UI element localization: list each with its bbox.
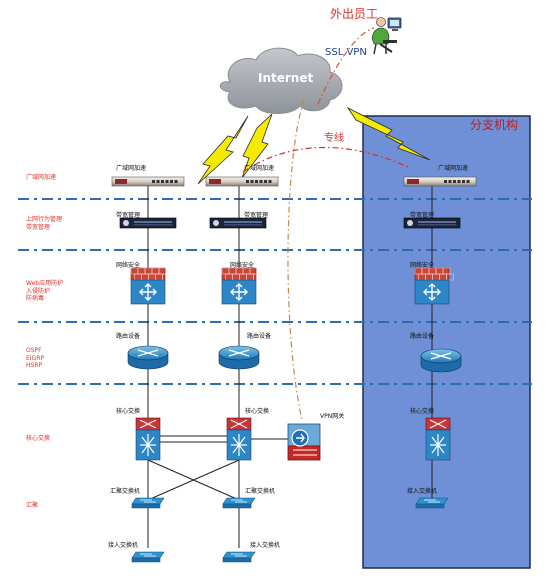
access-label-3: 接入交换机 xyxy=(407,488,438,495)
wan-accel-device-2 xyxy=(205,176,279,187)
access-switch-device-2 xyxy=(222,551,256,563)
router-label-2: 路由设备 xyxy=(247,333,272,340)
layer-label-core: 核心交换 xyxy=(26,435,51,442)
router-device-2 xyxy=(218,345,260,370)
lightning-links xyxy=(197,106,431,185)
remote-staff-person-icon xyxy=(371,17,402,55)
firewall-device-2 xyxy=(221,267,261,305)
core-switch-device-2 xyxy=(226,417,252,461)
router-label-1: 路由设备 xyxy=(116,333,141,340)
layer-label-agg: 汇聚 xyxy=(26,502,39,509)
router-device-3 xyxy=(420,348,462,373)
firewall-device-3 xyxy=(414,267,454,305)
layer-label-routing: OSPF EIGRP HSRP xyxy=(26,347,44,369)
router-device-1 xyxy=(127,345,169,370)
layer-label-wan: 广域网加速 xyxy=(26,174,57,181)
branch-label: 分支机构 xyxy=(470,118,519,132)
branch-area xyxy=(362,115,531,569)
agg-switch-device-1 xyxy=(131,497,165,509)
core-label-2: 核心交换 xyxy=(245,408,270,415)
wan-accel-label-1: 广域网加速 xyxy=(116,165,147,172)
netsec-label-1: 网络安全 xyxy=(116,262,141,269)
wan-accel-label-2: 广域网加速 xyxy=(244,165,275,172)
access-label-1: 接入交换机 xyxy=(108,542,139,549)
internet-label: Internet xyxy=(258,71,314,85)
bandwidth-label-1: 带宽管理 xyxy=(116,212,141,219)
layer-label-behavior: 上网行为管理 带宽管理 xyxy=(26,216,63,231)
vpn-gateway-label: VPN网关 xyxy=(320,413,345,420)
dedicated-line-label: 专线 xyxy=(324,133,344,144)
layer-label-web: Web应用防护 入侵防护 防病毒 xyxy=(26,280,64,302)
netsec-label-2: 网络安全 xyxy=(230,262,255,269)
core-switch-device-1 xyxy=(135,417,161,461)
layer-separators xyxy=(18,198,532,385)
netsec-label-3: 网络安全 xyxy=(410,262,435,269)
wan-accel-label-3: 广域网加速 xyxy=(438,165,469,172)
ssl-vpn-label: SSL VPN xyxy=(325,47,367,58)
bandwidth-label-3: 带宽管理 xyxy=(410,212,435,219)
bandwidth-device-1 xyxy=(119,217,177,229)
bandwidth-device-2 xyxy=(209,217,267,229)
core-switch-device-3 xyxy=(425,417,451,461)
bandwidth-device-3 xyxy=(403,217,461,229)
bandwidth-label-2: 带宽管理 xyxy=(244,212,269,219)
agg-switch-device-2 xyxy=(222,497,256,509)
internet-cloud xyxy=(219,47,343,114)
router-label-3: 路由设备 xyxy=(410,333,435,340)
agg-label-1: 汇聚交换机 xyxy=(110,488,141,495)
access-switch-device-3 xyxy=(415,497,449,509)
access-label-2: 接入交换机 xyxy=(250,542,281,549)
wan-accel-device-3 xyxy=(403,176,477,187)
vpn-gateway-icon xyxy=(287,423,321,461)
firewall-device-1 xyxy=(130,267,170,305)
core-label-3: 核心交换 xyxy=(410,408,435,415)
core-label-1: 核心交换 xyxy=(116,408,141,415)
access-switch-device-1 xyxy=(131,551,165,563)
wan-accel-device-1 xyxy=(111,176,185,187)
remote-staff-label: 外出员工 xyxy=(330,7,379,21)
vpn-links xyxy=(242,27,411,421)
agg-label-2: 汇聚交换机 xyxy=(245,488,276,495)
